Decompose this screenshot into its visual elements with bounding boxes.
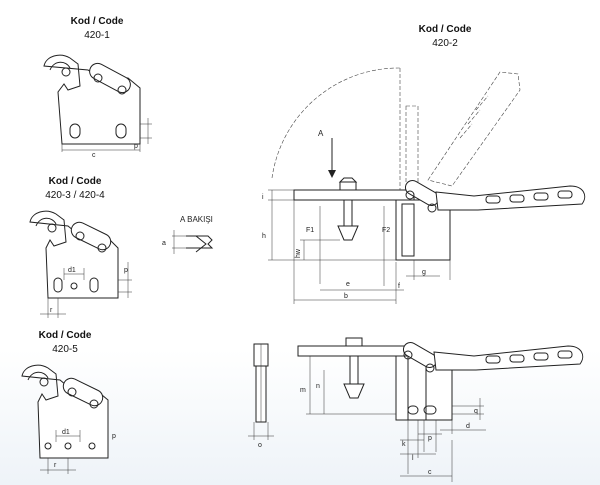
dim-n: n <box>316 383 320 390</box>
dim-r-420-3: r <box>50 307 53 314</box>
view-side-profile: o <box>248 343 274 449</box>
view-420-1-drawing: c p <box>43 54 152 159</box>
dim-e: e <box>346 281 350 288</box>
dim-g: g <box>422 269 426 276</box>
dim-hw: hw <box>295 248 302 258</box>
dim-o: o <box>258 442 262 449</box>
dim-f: f <box>398 283 400 290</box>
dim-h: h <box>262 233 266 240</box>
dim-q: q <box>474 408 478 415</box>
dim-p-420-1: p <box>134 143 138 150</box>
dim-l: l <box>412 455 414 462</box>
dim-c-420-1: c <box>92 152 96 159</box>
dim-m: m <box>300 387 306 394</box>
dim-d: d <box>466 423 470 430</box>
dim-p-420-5: p <box>112 433 116 440</box>
dim-p-420-3: p <box>124 267 128 274</box>
dim-p-420-2: p <box>428 435 432 442</box>
view-420-1-title: Kod / Code <box>70 16 124 27</box>
view-420-1-code: 420-1 <box>84 30 110 41</box>
view-420-5-title: Kod / Code <box>38 330 92 341</box>
view-420-3-code: 420-3 / 420-4 <box>45 190 105 201</box>
view-420-3-title: Kod / Code <box>48 176 102 187</box>
dim-d1-420-3: d1 <box>68 267 76 274</box>
dim-d1-420-5: d1 <box>62 429 70 436</box>
view-420-2-top-drawing: A F1 F2 h i hw e f b g <box>262 67 586 304</box>
dim-a: a <box>162 240 166 247</box>
view-420-2-bottom-drawing: m n q d k p l c <box>297 337 584 482</box>
dim-A: A <box>318 129 324 138</box>
dim-c-420-2: c <box>428 469 432 476</box>
dim-k: k <box>402 441 406 448</box>
a-bakisi-label: A BAKIŞI <box>180 215 213 224</box>
view-420-2-code: 420-2 <box>432 38 458 49</box>
dim-b: b <box>344 293 348 300</box>
view-420-2-title: Kod / Code <box>418 24 472 35</box>
view-420-3-drawing: d1 p r <box>29 210 132 318</box>
dim-F2: F2 <box>382 227 390 234</box>
view-420-5-drawing: d1 p r <box>21 364 116 474</box>
dim-i: i <box>262 194 264 201</box>
dim-F1: F1 <box>306 227 314 234</box>
view-420-5-code: 420-5 <box>52 344 78 355</box>
dim-r-420-5: r <box>54 462 57 469</box>
view-a-bakisi: A BAKIŞI a <box>162 215 214 254</box>
